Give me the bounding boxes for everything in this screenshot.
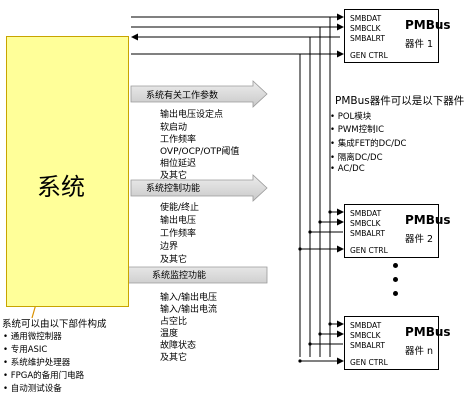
parameter-item: 输出电压设定点 <box>160 110 224 120</box>
junction-dot <box>308 230 312 234</box>
signal-smbdat: SMBDAT <box>350 321 382 330</box>
ellipsis-dot <box>393 277 398 282</box>
pmbus-device-n: SMBDAT SMBCLK SMBALRT GEN CTRL PMBus 器件 … <box>344 316 451 370</box>
signal-smbalrt: SMBALRT <box>350 34 385 43</box>
group-label-control: 系统控制功能 <box>146 184 201 194</box>
parameter-item: 工作频率 <box>160 135 197 145</box>
junction-dot <box>328 322 332 326</box>
parameter-item: 相位延迟 <box>160 159 197 169</box>
control-item: 使能/终止 <box>160 203 200 213</box>
control-item: 工作频率 <box>160 229 197 239</box>
system-option-item: • 自动测试设备 <box>3 384 62 394</box>
group-label-parameters: 系统有关工作参数 <box>146 91 219 101</box>
signal-gen-ctrl: GEN CTRL <box>350 246 388 255</box>
system-option-item: • 通用微控制器 <box>3 332 62 342</box>
junction-dot <box>318 220 322 224</box>
pmbus-type-item: • PWM控制IC <box>330 125 385 135</box>
signal-smbclk: SMBCLK <box>350 219 381 228</box>
pmbus-type-item: • AC/DC <box>330 164 365 174</box>
arrow-parameters <box>130 80 268 108</box>
device-label: 器件 1 <box>405 39 434 50</box>
parameter-item: 软启动 <box>160 123 188 133</box>
signal-smbclk: SMBCLK <box>350 24 381 33</box>
pmbus-title: PMBus <box>405 213 451 227</box>
junction-dot <box>318 332 322 336</box>
control-item: 边界 <box>160 242 179 252</box>
signal-gen-ctrl: GEN CTRL <box>350 51 388 60</box>
ellipsis-dot <box>393 291 398 296</box>
pmbus-types-title: PMBus器件可以是以下器件 <box>335 95 465 107</box>
system-option-item: • 专用ASIC <box>3 345 48 355</box>
monitor-item: 故障状态 <box>160 341 197 351</box>
pmbus-type-item: • 集成FET的DC/DC <box>330 139 407 149</box>
signal-smbalrt: SMBALRT <box>350 341 385 350</box>
pmbus-type-item: • POL模块 <box>330 112 372 122</box>
junction-dot <box>308 342 312 346</box>
pmbus-title: PMBus <box>405 18 451 32</box>
pmbus-device-1: SMBDAT SMBCLK SMBALRT GEN CTRL PMBus 器件 … <box>344 9 451 63</box>
pmbus-type-item: • 隔离DC/DC <box>330 153 383 163</box>
system-option-item: • FPGA的备用门电路 <box>3 371 85 381</box>
monitor-item: 温度 <box>160 329 179 339</box>
ellipsis-dot <box>393 263 398 268</box>
control-item: 及其它 <box>160 255 188 265</box>
monitor-item: 输入/输出电流 <box>160 305 218 315</box>
parameter-item: 及其它 <box>160 171 188 181</box>
signal-smbclk: SMBCLK <box>350 331 381 340</box>
pmbus-title: PMBus <box>405 325 451 339</box>
arrow-control <box>130 174 268 202</box>
system-options-title: 系统可以由以下部件构成 <box>2 319 107 330</box>
device-label: 器件 n <box>405 346 434 357</box>
junction-dot <box>298 359 302 363</box>
junction-dot <box>298 247 302 251</box>
signal-smbdat: SMBDAT <box>350 209 382 218</box>
signal-smbdat: SMBDAT <box>350 14 382 23</box>
group-label-monitor: 系统监控功能 <box>152 271 207 281</box>
signal-smbalrt: SMBALRT <box>350 229 385 238</box>
system-title: 系统 <box>37 173 85 201</box>
monitor-item: 占空比 <box>160 317 188 327</box>
monitor-item: 及其它 <box>160 353 188 363</box>
pmbus-device-2: SMBDAT SMBCLK SMBALRT GEN CTRL PMBus 器件 … <box>344 204 451 258</box>
junction-dot <box>328 210 332 214</box>
device-label: 器件 2 <box>405 234 434 245</box>
system-box: 系统 <box>6 36 129 307</box>
parameter-item: OVP/OCP/OTP阈值 <box>160 147 240 157</box>
monitor-item: 输入/输出电压 <box>160 293 218 303</box>
control-item: 输出电压 <box>160 216 197 226</box>
signal-gen-ctrl: GEN CTRL <box>350 358 388 367</box>
system-option-item: • 系统维护处理器 <box>3 358 71 368</box>
